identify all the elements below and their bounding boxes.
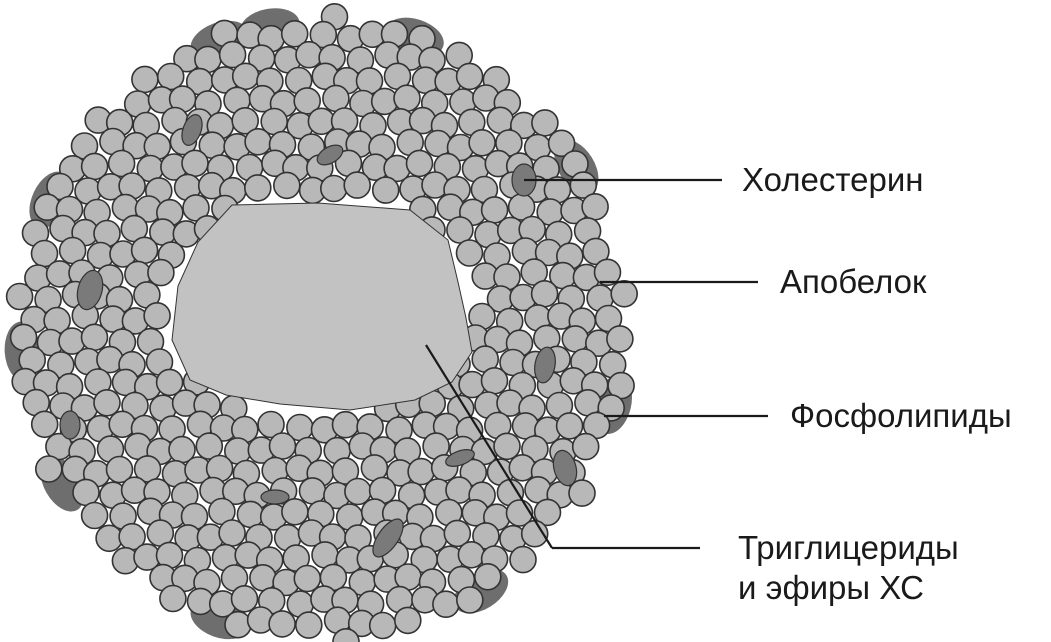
cholesterol-molecule <box>261 490 289 504</box>
phospholipid-bead <box>447 217 473 243</box>
phospholipid-bead <box>232 586 258 612</box>
phospholipid-bead <box>73 479 99 505</box>
phospholipid-bead <box>7 284 33 310</box>
phospholipid-bead <box>458 542 484 568</box>
cholesterol-label: Холестерин <box>742 160 923 200</box>
phospholipid-bead <box>582 194 608 220</box>
phospholipid-bead <box>296 612 322 638</box>
phospholipid-bead <box>425 131 451 157</box>
phospholipid-bead <box>250 565 276 591</box>
phospholipid-bead <box>395 607 421 633</box>
phospholipid-bead <box>457 240 483 266</box>
phospholipid-bead <box>344 172 370 198</box>
phospholipid-bead <box>562 326 588 352</box>
cholesterol-molecule <box>60 411 80 439</box>
phospholipid-bead <box>482 368 508 394</box>
phospholipid-bead <box>109 411 135 437</box>
phospholipid-bead <box>457 587 483 613</box>
phospholipid-bead <box>475 564 501 590</box>
phospholipid-bead <box>32 411 58 437</box>
phospholipid-bead <box>611 281 637 307</box>
lipoprotein-particle <box>3 4 638 642</box>
triglycerides-label-line1: Триглицериды <box>738 528 959 568</box>
phospholipid-bead <box>94 390 120 416</box>
phospholipid-bead <box>148 260 174 286</box>
phospholipid-bead <box>282 499 308 525</box>
phospholipid-bead <box>245 175 271 201</box>
phospholipid-bead <box>82 503 108 529</box>
phospholipid-bead <box>296 42 322 68</box>
phospholipid-bead <box>36 456 62 482</box>
phospholipid-bead <box>225 612 251 638</box>
phospholipid-bead <box>333 412 359 438</box>
phospholipid-bead <box>144 303 170 329</box>
phospholipid-bead <box>300 478 326 504</box>
phospholipid-bead <box>433 591 459 617</box>
phospholipids-label: Фосфолипиды <box>790 396 1012 436</box>
phospholipid-bead <box>370 613 396 639</box>
phospholipid-bead <box>494 433 520 459</box>
phospholipid-bead <box>269 611 295 637</box>
triglycerides-label-line2: и эфиры ХС <box>738 568 959 608</box>
phospholipid-bead <box>160 586 186 612</box>
phospholipid-bead <box>373 177 399 203</box>
phospholipid-bead <box>82 324 108 350</box>
phospholipid-bead <box>607 326 633 352</box>
phospholipid-bead <box>245 129 271 155</box>
phospholipid-bead <box>513 413 539 439</box>
phospholipid-bead <box>407 150 433 176</box>
phospholipid-bead <box>233 63 259 89</box>
phospholipid-bead <box>321 176 347 202</box>
phospholipid-bead <box>270 433 296 459</box>
phospholipid-bead <box>274 172 300 198</box>
phospholipid-bead <box>182 150 208 176</box>
phospholipid-bead <box>132 237 158 263</box>
phospholipid-bead <box>573 434 599 460</box>
phospholipid-bead <box>96 525 122 551</box>
lipid-core <box>172 203 472 410</box>
phospholipid-bead <box>219 520 245 546</box>
phospholipid-bead <box>345 479 371 505</box>
triglycerides-label: Триглицериды и эфиры ХС <box>738 528 959 608</box>
phospholipid-bead <box>510 547 536 573</box>
apoprotein-label: Апобелок <box>780 262 926 302</box>
phospholipid-bead <box>532 281 558 307</box>
phospholipid-bead <box>457 63 483 89</box>
phospholipid-bead <box>394 85 420 111</box>
